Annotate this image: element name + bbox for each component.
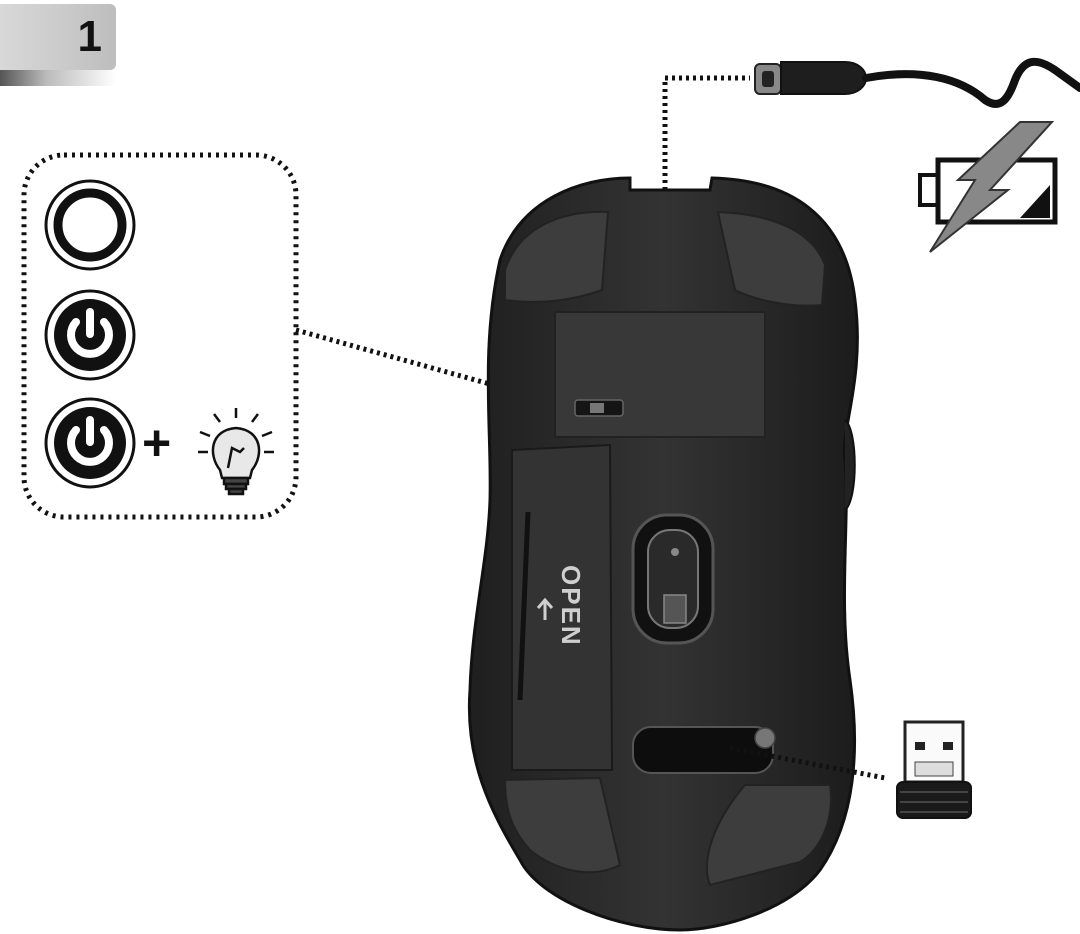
plus-sign: + [142,415,171,471]
step-badge: 1 [0,4,116,86]
power-plus-lightbulb-icon [44,397,136,489]
charging-battery-icon [918,121,1058,253]
lightbulb-icon [198,408,274,496]
receiver-storage-slot [632,726,774,774]
step-number: 1 [77,12,102,61]
power-off-circle-icon [44,179,136,271]
legend-box [21,152,299,520]
usb-receiver-icon [896,720,972,819]
battery-cover-open-label: OPEN [556,565,586,647]
mouse-body: OPEN [467,176,859,932]
usb-c-cable-icon [754,57,1080,108]
battery-cover [511,443,614,771]
step-underline [0,70,116,86]
power-on-icon [44,289,136,381]
